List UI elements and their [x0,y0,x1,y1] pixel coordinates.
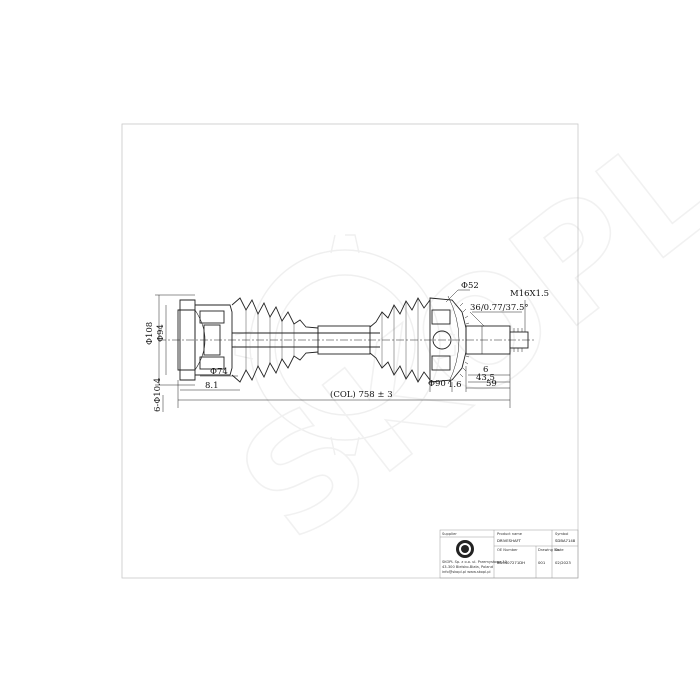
dim-6-phi10-4: 6-Φ10.4 [153,378,163,412]
date-value: 02/2023 [555,560,571,565]
drawing-frame [121,123,579,579]
title-block [439,529,579,579]
oe-number: 8D0407271DH [497,560,525,565]
drawing-no: 001 [538,560,546,565]
address-line-3: info@skopl.pl www.skopl.pl [442,570,491,574]
dim-phi52: Φ52 [461,281,479,291]
symbol-value: SDBA7148 [555,538,576,543]
dim-thread: M16X1.5 [510,289,549,299]
dim-phi94: Φ94 [156,324,166,342]
product-name: DRIVESHAFT [497,538,522,543]
dim-phi74: Φ74 [210,367,228,377]
driveshaft-assembly [155,289,535,412]
address-line-1: SKOPL Sp. z o.o. ul. Przemysłowa 10 [442,560,508,564]
dim-phi108: Φ108 [145,322,155,345]
dim-1-6: 1.6 [448,380,462,390]
inner-cv-joint [177,299,233,381]
shaft-bar [232,325,380,355]
symbol-label: Symbol [555,532,568,536]
date-label: Date [555,548,564,552]
dimension-lines [155,289,526,412]
watermark-text: SKOPL [209,98,700,574]
inner-boot [231,297,319,383]
address-line-2: 43-300 Bielsko-Biała, Poland [442,565,493,569]
company-label: Supplier [442,532,457,536]
dim-col-length: (COL) 758 ± 3 [330,389,393,400]
watermark: SKOPL [208,98,700,576]
oe-number-label: OE Number [497,548,518,552]
product-name-label: Product name [497,532,523,536]
dim-spline: 36/0.77/37.5° [470,303,529,313]
company-logo [456,540,474,558]
dim-phi90: Φ90 [428,379,446,389]
stub-axle [465,325,529,355]
outer-boot [369,297,431,383]
gear-icon [234,234,456,456]
dim-43-5: 43.5 [476,373,495,383]
drawing-no-label: Drawing No. [538,548,560,552]
dim-59: 59 [486,379,497,389]
dim-6: 6 [483,365,488,375]
dim-8-1: 8.1 [205,381,219,391]
